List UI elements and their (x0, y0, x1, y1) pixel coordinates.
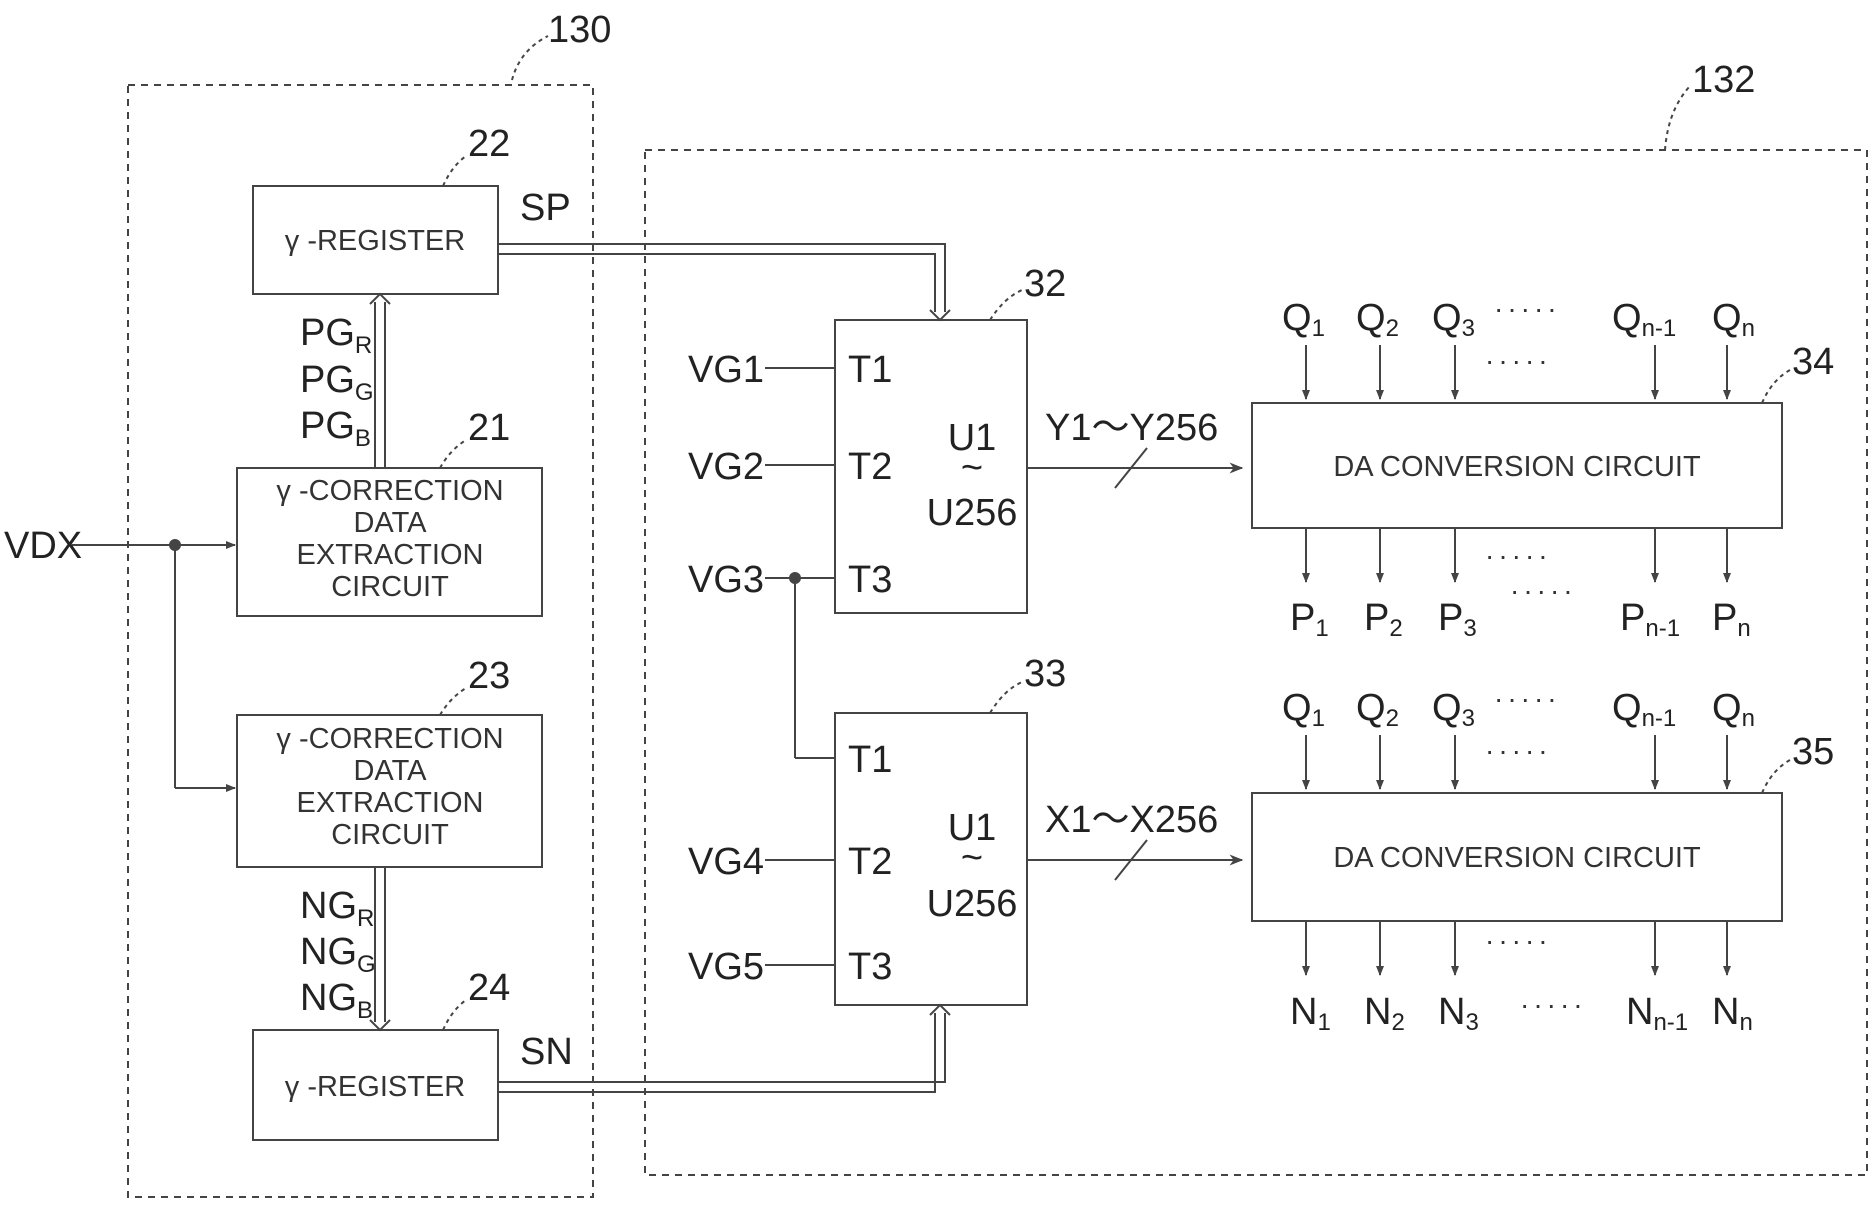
qn1-label-top: Qn-1 (1612, 297, 1676, 342)
sp-bus-arrow (930, 310, 950, 320)
qn-label-bottom: Qn (1712, 687, 1755, 732)
extraction-bottom-line-4: CIRCUIT (331, 819, 449, 851)
gamma-register-bottom-label: γ -REGISTER (285, 1071, 465, 1103)
extraction-top-line-2: DATA (353, 507, 427, 539)
q3-label-bottom: Q3 (1432, 687, 1475, 732)
leader-21 (440, 440, 466, 468)
sel33-u256: U256 (927, 883, 1018, 925)
ref-24: 24 (468, 967, 510, 1009)
extraction-bottom-line-3: EXTRACTION (297, 787, 484, 819)
p-ellipsis: ····· (1510, 575, 1577, 606)
ref-33: 33 (1024, 653, 1066, 695)
q-ellipsis-bottom: ····· (1494, 683, 1561, 714)
leader-34 (1762, 370, 1790, 403)
n2-label: N2 (1364, 991, 1405, 1036)
nn-label: Nn (1712, 991, 1753, 1036)
vg3-junction (789, 572, 801, 584)
bus-x-label: X1～X256 (1045, 799, 1218, 841)
vg1-label: VG1 (688, 349, 764, 391)
q-ellipsis-top: ····· (1494, 293, 1561, 324)
sel32-t2: T2 (848, 446, 892, 488)
qn-label-top: Qn (1712, 297, 1755, 342)
q-arrow-dots-top: ····· (1485, 345, 1552, 376)
n-ellipsis: ····· (1520, 989, 1587, 1020)
ng-g-label: NGG (300, 931, 376, 978)
q2-label-top: Q2 (1356, 297, 1399, 342)
ref-130: 130 (548, 9, 611, 51)
leader-32 (990, 290, 1022, 320)
pg-g-label: PGG (300, 359, 374, 406)
dac-35-label: DA CONVERSION CIRCUIT (1333, 842, 1701, 874)
sel33-t3: T3 (848, 946, 892, 988)
pg-bus-arrow (370, 294, 390, 304)
n-arrow-dots: ····· (1485, 925, 1552, 956)
sel32-t3: T3 (848, 559, 892, 601)
leader-22 (443, 156, 466, 186)
leader-132 (1665, 86, 1690, 150)
sn-bus-arrow (930, 1005, 950, 1015)
ref-23: 23 (468, 655, 510, 697)
q3-label-top: Q3 (1432, 297, 1475, 342)
pg-b-label: PGB (300, 405, 371, 452)
n1-label: N1 (1290, 991, 1331, 1036)
leader-33 (990, 682, 1022, 713)
pn1-label: Pn-1 (1620, 597, 1680, 642)
vdx-junction (169, 539, 181, 551)
vg5-label: VG5 (688, 946, 764, 988)
leader-130 (512, 36, 548, 80)
ng-b-label: NGB (300, 977, 373, 1024)
sel32-tilde: ~ (961, 447, 983, 489)
ref-32: 32 (1024, 263, 1066, 305)
extraction-top-line-1: γ -CORRECTION (276, 475, 503, 507)
sel32-t1: T1 (848, 349, 892, 391)
n3-label: N3 (1438, 991, 1479, 1036)
sel33-tilde: ~ (961, 837, 983, 879)
vg4-label: VG4 (688, 841, 764, 883)
ref-35: 35 (1792, 731, 1834, 773)
gamma-register-top-label: γ -REGISTER (285, 225, 465, 257)
leader-23 (440, 688, 466, 715)
sel32-u256: U256 (927, 492, 1018, 534)
extraction-bottom-line-1: γ -CORRECTION (276, 723, 503, 755)
leader-24 (443, 1000, 466, 1030)
ref-21: 21 (468, 407, 510, 449)
extraction-bottom-line-2: DATA (353, 755, 427, 787)
bus-y-label: Y1～Y256 (1045, 407, 1218, 449)
dac-34-label: DA CONVERSION CIRCUIT (1333, 451, 1701, 483)
ref-22: 22 (468, 123, 510, 165)
vdx-label: VDX (4, 525, 82, 567)
sn-label: SN (520, 1031, 573, 1073)
p3-label: P3 (1438, 597, 1477, 642)
pn-label: Pn (1712, 597, 1751, 642)
sp-label: SP (520, 187, 571, 229)
extraction-top-line-3: EXTRACTION (297, 539, 484, 571)
pg-r-label: PGR (300, 312, 372, 359)
q1-label-top: Q1 (1282, 297, 1325, 342)
nn1-label: Nn-1 (1626, 991, 1688, 1036)
p2-label: P2 (1364, 597, 1403, 642)
leader-35 (1762, 760, 1790, 793)
q2-label-bottom: Q2 (1356, 687, 1399, 732)
vg2-label: VG2 (688, 446, 764, 488)
q1-label-bottom: Q1 (1282, 687, 1325, 732)
extraction-top-line-4: CIRCUIT (331, 571, 449, 603)
ref-34: 34 (1792, 341, 1834, 383)
qn1-label-bottom: Qn-1 (1612, 687, 1676, 732)
sp-bus-inner (498, 254, 935, 312)
q-arrow-dots-bottom: ····· (1485, 735, 1552, 766)
sel33-t1: T1 (848, 739, 892, 781)
ref-132: 132 (1692, 59, 1755, 101)
p1-label: P1 (1290, 597, 1329, 642)
p-arrow-dots: ····· (1485, 540, 1552, 571)
vg3-label: VG3 (688, 559, 764, 601)
ng-r-label: NGR (300, 885, 374, 932)
sel33-t2: T2 (848, 841, 892, 883)
